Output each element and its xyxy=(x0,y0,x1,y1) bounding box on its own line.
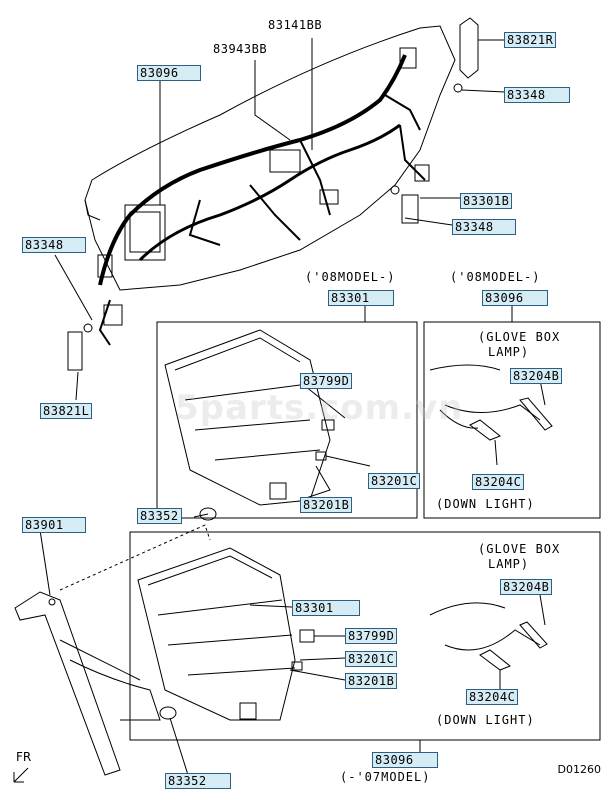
part-83301-label[interactable]: 83301 xyxy=(328,290,394,306)
glove-box-note: LAMP) xyxy=(488,345,530,359)
part-83201c-label[interactable]: 83201C xyxy=(345,651,398,667)
part-83348-label[interactable]: 83348 xyxy=(504,87,570,103)
dashboard-outline xyxy=(84,25,456,291)
part-83943bb-label[interactable]: 83943BB xyxy=(213,42,268,56)
glove-box-note: (GLOVE BOX xyxy=(478,330,561,344)
diagram-code: D01260 xyxy=(557,763,601,776)
part-83096-label[interactable]: 83096 xyxy=(482,290,548,306)
fusebox-08-art xyxy=(164,329,335,506)
part-83352-label[interactable]: 83352 xyxy=(137,508,182,524)
part-83348-label[interactable]: 83348 xyxy=(452,219,516,235)
model-note: (-'07MODEL) xyxy=(340,770,431,784)
glove-box-note: LAMP) xyxy=(488,557,530,571)
part-83821l-label[interactable]: 83821L xyxy=(40,403,93,419)
frame-08-fusebox xyxy=(156,321,418,519)
model-note: ('08MODEL-) xyxy=(450,270,541,284)
frame-07 xyxy=(129,531,601,741)
part-83201b-label[interactable]: 83201B xyxy=(300,497,353,513)
part-83204b-label[interactable]: 83204B xyxy=(500,579,553,595)
part-83348-label[interactable]: 83348 xyxy=(22,237,86,253)
part-83821r-label[interactable]: 83821R xyxy=(504,32,557,48)
part-83901-label[interactable]: 83901 xyxy=(22,517,86,533)
front-direction-label: FR xyxy=(16,750,32,764)
lamps-07-art xyxy=(429,602,548,671)
part-83096-label[interactable]: 83096 xyxy=(137,65,201,81)
part-83204c-label[interactable]: 83204C xyxy=(472,474,525,490)
part-83799d-label[interactable]: 83799D xyxy=(300,373,353,389)
down-light-note: (DOWN LIGHT) xyxy=(436,713,535,727)
fusebox-07-art xyxy=(137,547,315,721)
part-83204c-label[interactable]: 83204C xyxy=(466,689,519,705)
dashed-reference xyxy=(59,524,211,591)
part-83141bb-label[interactable]: 83141BB xyxy=(268,18,323,32)
part-83799d-label[interactable]: 83799D xyxy=(345,628,398,644)
model-note: ('08MODEL-) xyxy=(305,270,396,284)
bracket-83901-art xyxy=(14,591,161,776)
part-83204b-label[interactable]: 83204B xyxy=(510,368,563,384)
part-83352-label[interactable]: 83352 xyxy=(165,773,231,789)
watermark: 5parts.com.vn xyxy=(175,388,464,428)
lamps-08-art xyxy=(429,364,553,441)
down-light-note: (DOWN LIGHT) xyxy=(436,497,535,511)
part-83201c-label[interactable]: 83201C xyxy=(368,473,421,489)
glove-box-note: (GLOVE BOX xyxy=(478,542,561,556)
wire-harness xyxy=(98,54,407,286)
part-83096-label[interactable]: 83096 xyxy=(372,752,438,768)
part-83301-label[interactable]: 83301 xyxy=(292,600,360,616)
fr-arrow xyxy=(13,767,29,783)
part-83201b-label[interactable]: 83201B xyxy=(345,673,398,689)
part-83301b-label[interactable]: 83301B xyxy=(460,193,513,209)
